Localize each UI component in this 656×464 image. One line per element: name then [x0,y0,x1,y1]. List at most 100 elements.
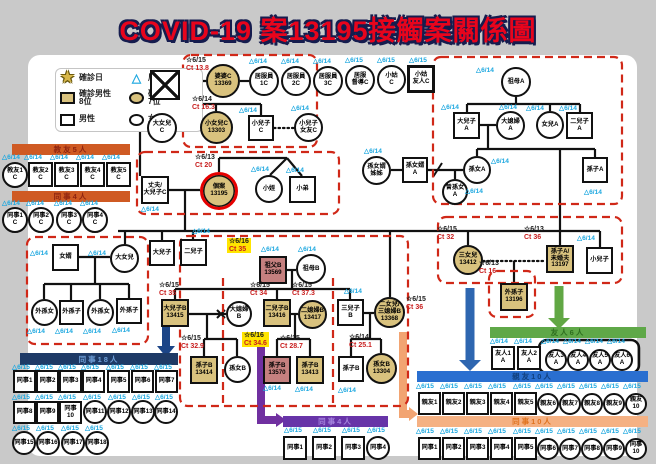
person-label: B [348,311,353,319]
quarantine-date-label: △6/14 [607,338,625,345]
ct-value: Ct 28.7 [280,342,303,350]
ct-value: Ct 36 [406,303,424,311]
person-label: 同事10 [64,404,77,419]
person-label: A [500,357,506,364]
quarantine-date-label: △6/14 [54,200,72,207]
person-label: 居服 [353,72,367,80]
quarantine-date-label: △6/14 [338,387,356,394]
quarantine-date-label: △6/15 [313,427,331,434]
ct-value: Ct 37.3 [292,289,315,297]
quarantine-date-label: △6/14 [26,200,44,207]
quarantine-date-label: △6/15 [623,383,641,390]
quarantine-date-label: △6/15 [416,428,434,435]
quarantine-date-label: △6/15 [58,394,76,401]
person-label: C [159,127,165,134]
quarantine-date-label: △6/14 [465,188,483,195]
person-label: 親友5 [517,399,534,407]
group-arrow [399,332,409,418]
person-label: 親友6 [540,399,556,407]
person-label: 13369 [214,80,232,87]
person-node-外孫女: 外孫女 [31,299,58,326]
person-label: 孫女婿 [405,162,425,170]
person-node-孫女B: 孫女B [224,356,251,383]
person-label: C [90,173,95,181]
person-label: 孫子B [301,362,319,370]
person-label: 同事3 [345,443,361,451]
person-node-同事13: 同事13 [131,400,155,424]
person-label: 祖母B [302,264,320,272]
quarantine-date-label: △6/14 [541,338,559,345]
person-label: 孫女B [373,360,390,368]
person-node-親友1: 親友1 [418,392,441,415]
person-label: 大媳婦 [501,117,520,125]
person-label: 同事3 [61,212,77,220]
person-label: 孫子B [268,362,286,370]
person-label: 13417 [303,313,322,321]
quarantine-date-label: △6/14 [141,206,159,213]
quarantine-date-label: △6/14 [490,338,508,345]
quarantine-date-label: △6/14 [526,105,544,112]
household-dashed-box [487,269,537,319]
quarantine-date-label: △6/15 [557,383,575,390]
confirm-date: ☆6/13 [195,154,215,161]
male-icon [60,113,75,126]
person-label: 小姪 [262,184,276,192]
female-icon [129,113,144,126]
person-label: A [412,169,418,176]
quarantine-date-label: △6/15 [35,394,53,401]
person-label: 同事1 [287,443,303,451]
person-label: 同事10 [629,441,643,455]
quarantine-date-label: △6/15 [464,428,482,435]
quarantine-date-label: △6/15 [342,427,360,434]
page-title: COVID-19 案13195接觸案關係圖 [119,16,537,46]
person-node-同事5: 同事5 [107,370,130,393]
quarantine-date-label: △6/14 [499,104,517,111]
person-label: 13570 [268,369,286,376]
person-node-同事6: 同事6 [537,438,559,460]
person-label: 教友2 [32,166,49,174]
quarantine-date-label: △6/15 [416,383,434,390]
person-node-同事3: 同事3 [466,437,489,460]
household-dashed-box [436,215,624,285]
person-label: A [452,191,458,198]
person-label: 同事8 [584,444,600,452]
quarantine-date-label: △6/15 [409,57,427,64]
quarantine-date-label: △6/15 [440,383,458,390]
quarantine-date-label: △6/15 [154,364,172,371]
ct-value: Ct 16.3 [192,103,215,111]
quarantine-date-label: △6/14 [313,58,331,65]
person-node-外孫子: 外孫子 [59,300,84,325]
person-label: 二兒子 [184,248,203,256]
quarantine-date-label: △6/14 [239,107,257,114]
quarantine-date-label: △6/14 [491,158,509,165]
person-label: 13414 [195,369,213,376]
person-label: 教友5 [110,166,127,174]
person-node-孫女A: 孫女A [463,156,491,184]
person-node-同事18: 同事18 [85,431,109,455]
quarantine-date-label: △6/14 [80,200,98,207]
person-label: 友人C [412,78,430,85]
ct-value: Ct 35 [229,245,247,253]
quarantine-date-label: △6/14 [27,328,45,335]
person-label: 同事4 [493,444,510,452]
person-label: 親友8 [584,399,600,407]
person-label: C [64,173,69,181]
quarantine-date-label: △6/15 [601,383,619,390]
